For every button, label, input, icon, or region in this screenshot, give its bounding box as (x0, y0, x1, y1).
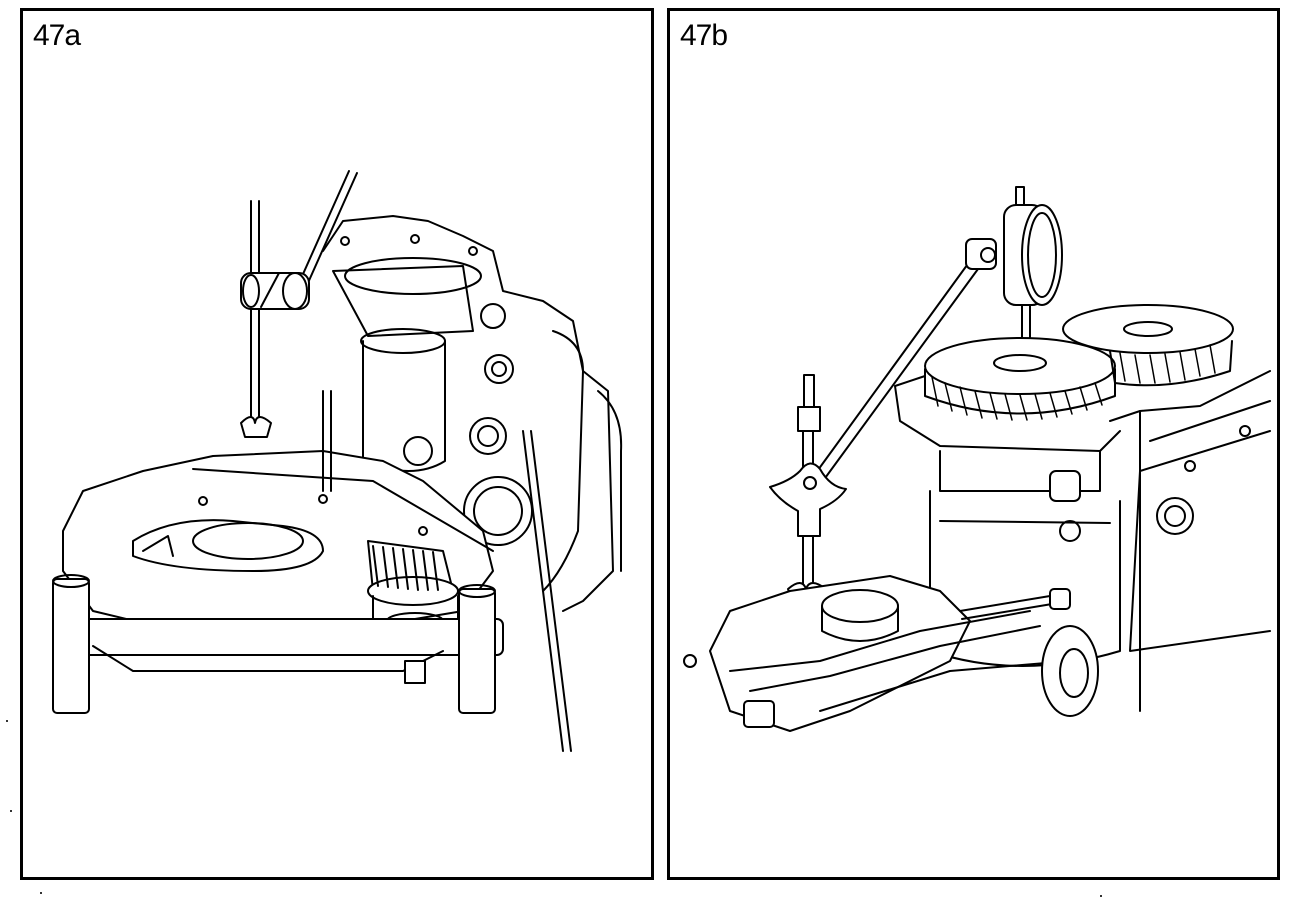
gear-backlash-dial-indicator-illustration (683, 186, 1271, 732)
figure-label: 47b (680, 19, 728, 52)
gauge-arm (809, 238, 997, 486)
scan-speck (10, 810, 12, 812)
gearbox-housing (322, 215, 623, 752)
figure-47b-panel: 47b (667, 8, 1280, 880)
dial-gauge (1003, 186, 1063, 357)
gearbox-dial-gauge-setup-illustration (52, 170, 623, 752)
second-gear (1062, 304, 1234, 387)
wing-nut (240, 416, 272, 438)
support-bar-fixture (52, 574, 504, 714)
helical-gear (924, 337, 1116, 421)
cable-plunger (959, 588, 1099, 717)
scan-speck (1100, 895, 1102, 897)
scan-speck (40, 892, 42, 894)
rod-clamp (240, 272, 310, 310)
gearbox-case-lower (683, 575, 1071, 732)
scan-speck (6, 720, 8, 722)
clamp-star-knob (769, 462, 847, 537)
figure-label: 47a (33, 19, 81, 52)
figure-47a-panel: 47a (20, 8, 654, 880)
